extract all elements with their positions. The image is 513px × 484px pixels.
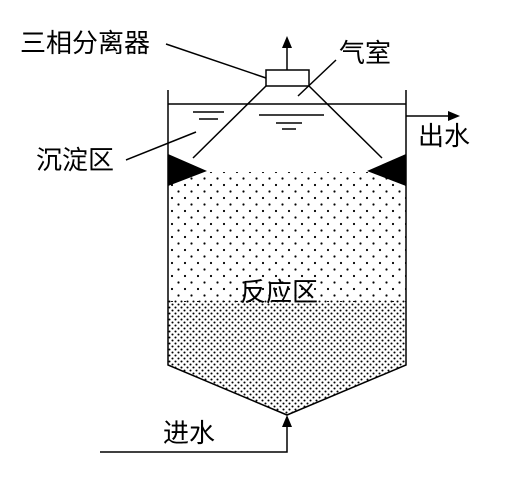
label-influent: 进水 [163, 419, 215, 449]
leader-gas-chamber [297, 59, 337, 97]
leader-separator [165, 43, 267, 79]
gas-chamber-collar [265, 69, 310, 87]
three-phase-separator [192, 69, 383, 159]
sludge-blanket [168, 172, 406, 302]
separator-hood [192, 85, 383, 159]
label-gas-chamber: 气室 [339, 39, 391, 69]
label-reaction-zone: 反应区 [240, 278, 318, 308]
water-level-symbol-center [276, 122, 302, 130]
leader-sedimentation [125, 131, 197, 161]
reaction-zone-fill [168, 172, 406, 415]
label-effluent: 出水 [418, 122, 470, 152]
deflector-baffle-right [367, 154, 406, 186]
water-level-symbol-left [193, 111, 224, 120]
effluent-arrow [406, 111, 460, 121]
deflector-baffle-left [168, 154, 207, 186]
gas-outlet-arrow [282, 36, 292, 70]
label-three-phase-separator: 三相分离器 [20, 29, 150, 59]
sludge-bed [168, 300, 406, 415]
influent-arrow [100, 415, 292, 453]
label-sedimentation-zone: 沉淀区 [36, 146, 114, 176]
